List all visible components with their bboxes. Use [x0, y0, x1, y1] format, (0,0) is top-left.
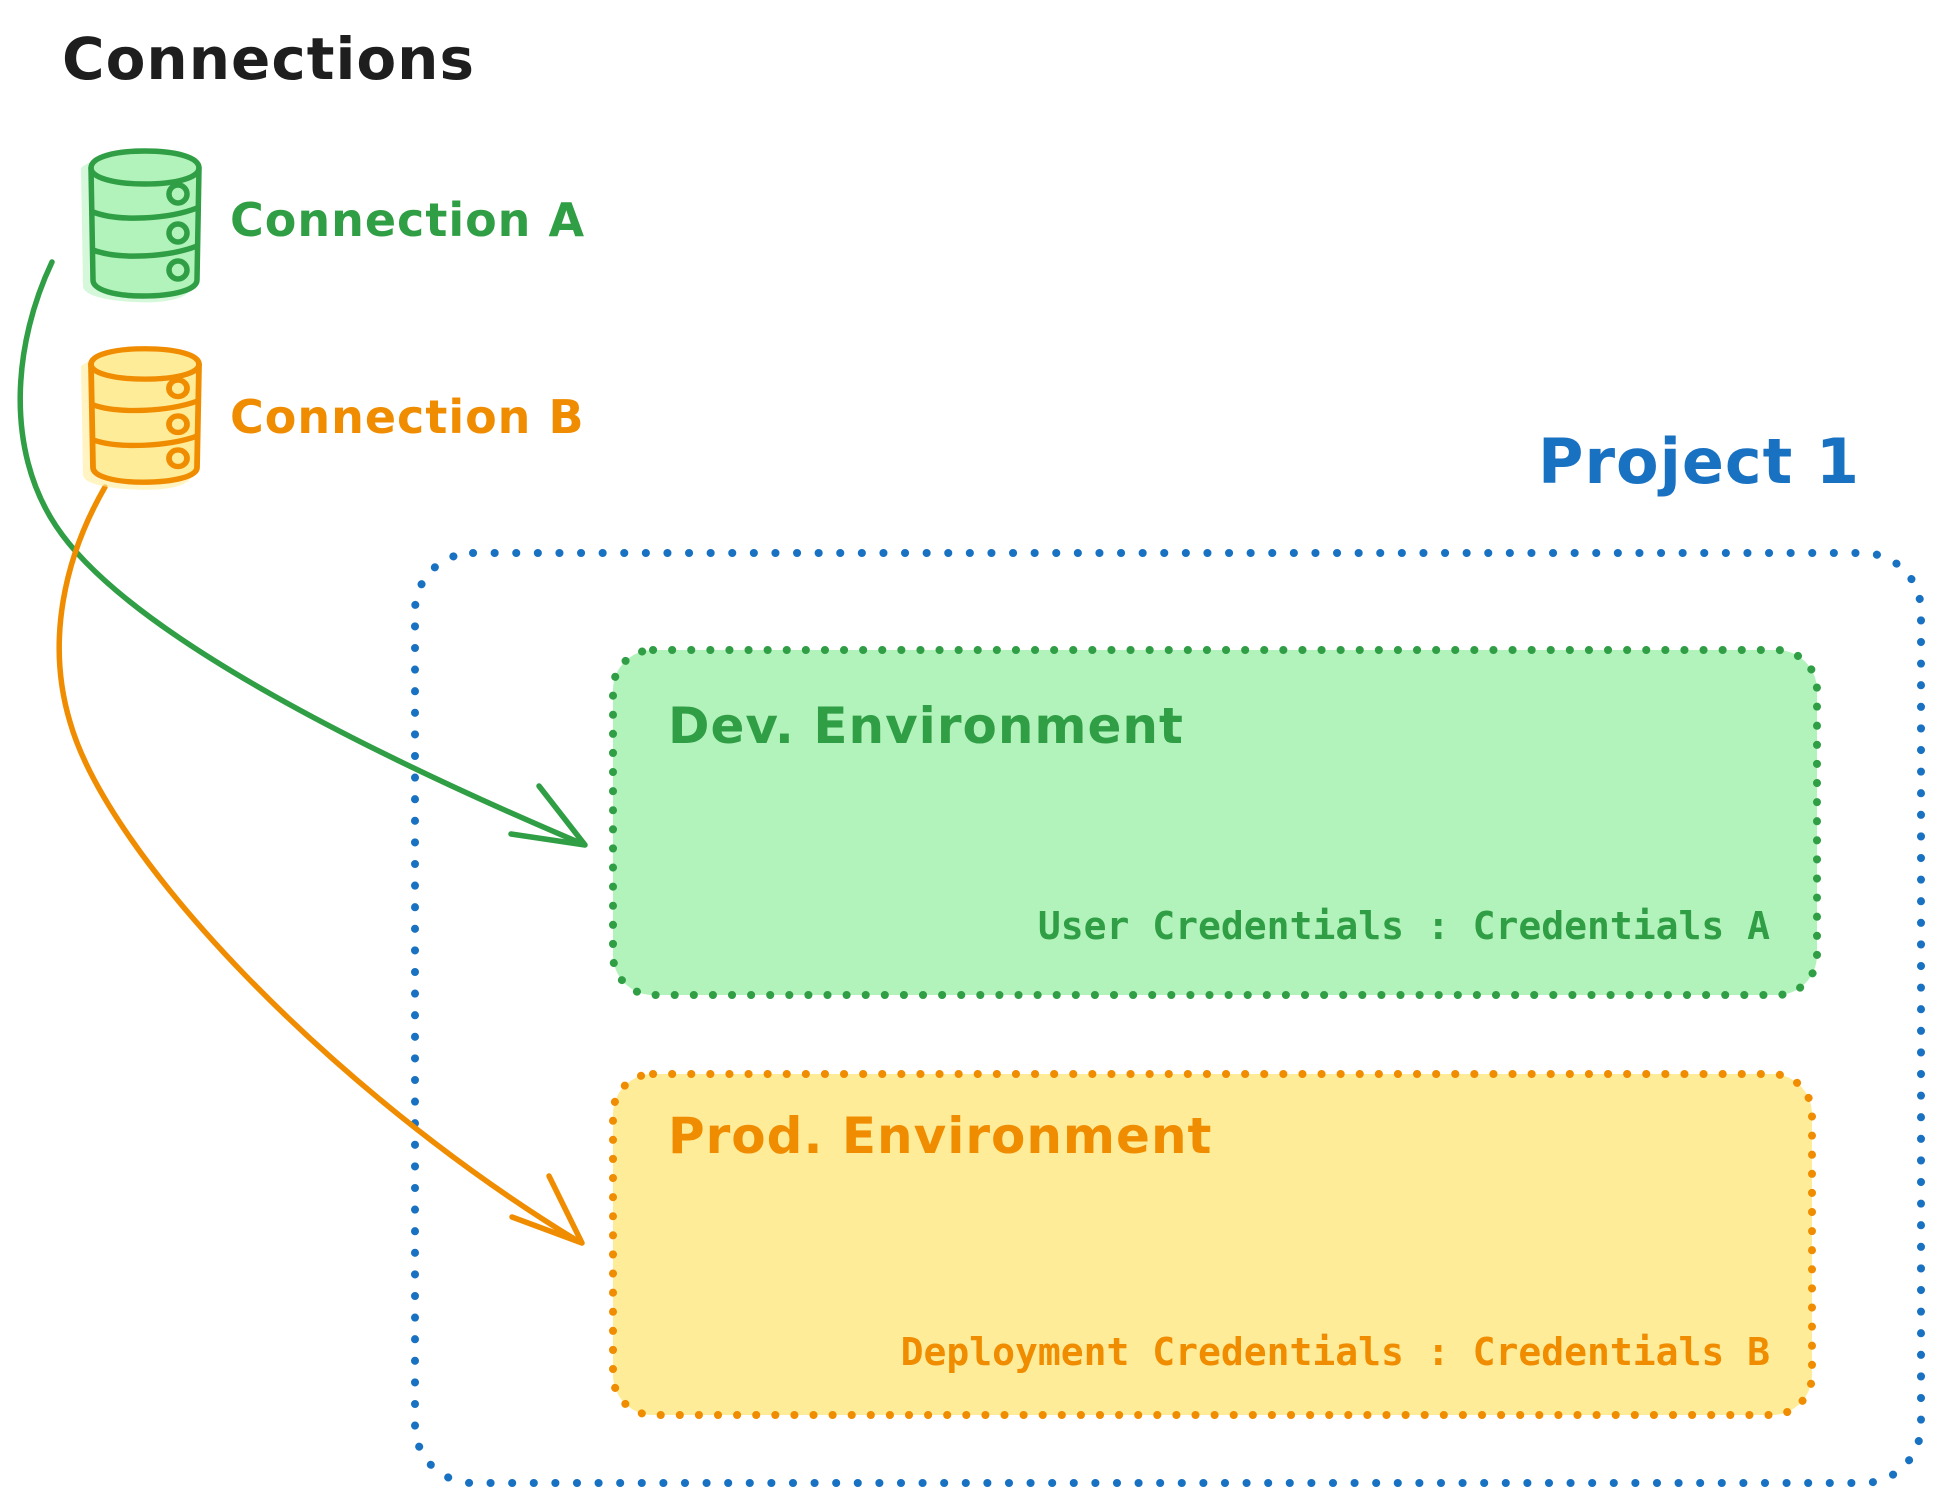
- connection-a-arrow: [17, 259, 588, 848]
- project-title: Project 1: [1538, 425, 1861, 498]
- connections-title: Connections: [62, 25, 475, 93]
- prod-environment-credentials: Deployment Credentials : Credentials B: [900, 1330, 1770, 1374]
- dev-environment-credentials: User Credentials : Credentials A: [1037, 904, 1770, 948]
- dev-environment-box: [609, 646, 1821, 999]
- connection-b-arrow: [56, 484, 585, 1246]
- project-container-border: [411, 549, 1925, 1487]
- dev-environment-heading: Dev. Environment: [668, 697, 1184, 755]
- arrowhead-icon: [508, 783, 588, 848]
- database-icon: [81, 148, 202, 303]
- arrowhead-icon: [509, 1173, 585, 1246]
- prod-environment-heading: Prod. Environment: [668, 1107, 1213, 1165]
- connection-a-label: Connection A: [230, 193, 586, 247]
- connection-b-label: Connection B: [230, 390, 585, 444]
- prod-environment-box: [609, 1070, 1816, 1419]
- database-icon: [81, 346, 202, 490]
